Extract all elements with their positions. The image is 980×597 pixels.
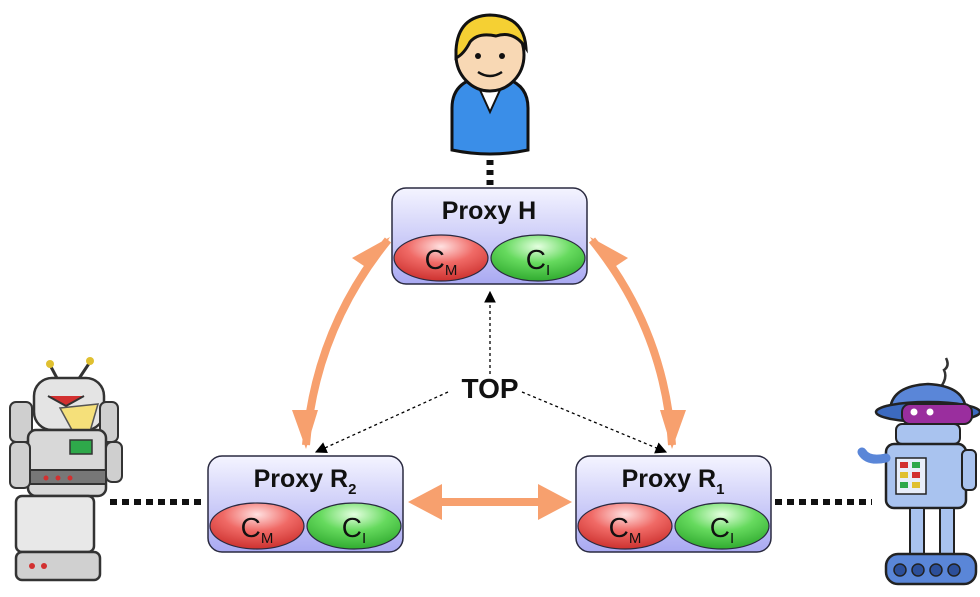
- robot-right-icon: [857, 357, 980, 586]
- proxy-r2-cm-ellipse: [209, 502, 305, 550]
- proxy-r2-cm-label: CM: [241, 512, 274, 547]
- proxy-h: Proxy H CM CI: [391, 187, 588, 285]
- arrow-h-r1: [588, 237, 676, 446]
- arrow-h-r2: [302, 237, 392, 446]
- arrow-h-r2-head-bottom: [292, 410, 318, 449]
- proxy-r1-cm-ellipse: [577, 502, 673, 550]
- arrow-r2-r1-head-left: [408, 484, 442, 520]
- robot-left-icon: [9, 357, 123, 582]
- proxy-h-ci-label: CI: [526, 244, 550, 279]
- top-arrows: [314, 290, 668, 454]
- arrow-h-r1-head-top: [590, 237, 628, 270]
- proxy-r2-ci-ellipse: [306, 502, 402, 550]
- bidirectional-arrows: [292, 237, 686, 520]
- proxy-r1: Proxy R1 CM CI: [575, 455, 772, 553]
- proxy-r2-title: Proxy R2: [254, 465, 357, 498]
- proxy-h-title: Proxy H: [442, 197, 536, 225]
- dotted-links: [110, 160, 872, 505]
- human-user-icon: [450, 13, 530, 156]
- proxy-r1-title: Proxy R1: [622, 465, 725, 498]
- proxy-h-cm-ellipse: [393, 234, 489, 282]
- top-label: TOP: [461, 373, 518, 404]
- proxy-r2: Proxy R2 CM CI: [207, 455, 404, 553]
- proxy-h-ci-ellipse: [490, 234, 586, 282]
- proxy-r1-cm-label: CM: [609, 512, 642, 547]
- proxy-r2-ci-label: CI: [342, 512, 366, 547]
- arrow-r2-r1-head-right: [538, 484, 572, 520]
- arrow-h-r1-head-bottom: [660, 410, 686, 449]
- arrow-h-r2-head-top: [352, 237, 390, 270]
- proxy-r1-ci-ellipse: [674, 502, 770, 550]
- proxy-r1-ci-label: CI: [710, 512, 734, 547]
- proxy-h-cm-label: CM: [425, 244, 458, 279]
